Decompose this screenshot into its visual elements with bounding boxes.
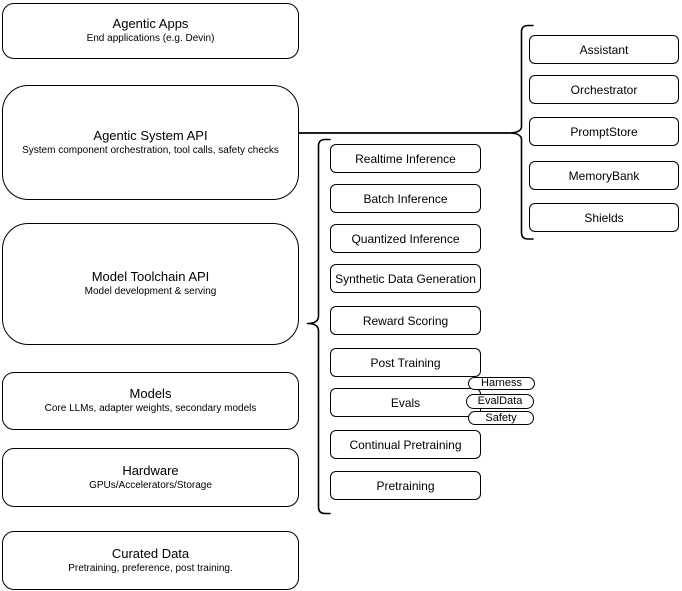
node-model-toolchain-api: Model Toolchain API Model development & … [2,223,299,345]
node-title: Models [129,386,172,401]
tag-harness: Harness [468,377,535,390]
node-models: Models Core LLMs, adapter weights, secon… [2,372,299,430]
brace-toolchain-group [306,138,331,515]
node-orchestrator: Orchestrator [529,75,679,104]
node-title: Curated Data [111,545,190,561]
tag-safety: Safety [468,411,534,425]
node-batch-inference: Batch Inference [330,184,481,213]
node-subtitle: Model development & serving [84,286,217,297]
node-agentic-apps: Agentic Apps End applications (e.g. Devi… [2,3,299,59]
node-continual-pretraining: Continual Pretraining [330,430,481,459]
node-shields: Shields [529,203,679,232]
node-subtitle: System component orchestration, tool cal… [22,144,279,156]
node-realtime-inference: Realtime Inference [330,144,481,173]
node-curated-data: Curated Data Pretraining, preference, po… [2,531,299,590]
node-title: Agentic System API [93,127,208,143]
tag-evaldata: EvalData [466,394,534,409]
node-subtitle: End applications (e.g. Devin) [86,33,215,44]
node-subtitle: Core LLMs, adapter weights, secondary mo… [44,403,257,414]
node-title: Model Toolchain API [91,269,210,284]
node-title: Agentic Apps [112,16,189,31]
node-agentic-system-api: Agentic System API System component orch… [2,85,299,200]
node-reward-scoring: Reward Scoring [330,306,481,335]
node-post-training: Post Training [330,348,481,377]
node-pretraining: Pretraining [330,471,481,500]
node-subtitle: Pretraining, preference, post training. [68,562,233,574]
node-memorybank: MemoryBank [529,161,679,190]
node-title: Hardware [122,462,179,478]
node-synthetic-data-generation: Synthetic Data Generation [330,264,481,293]
node-assistant: Assistant [529,35,679,64]
node-evals: Evals [330,388,481,417]
node-hardware: Hardware GPUs/Accelerators/Storage [2,448,299,507]
node-promptstore: PromptStore [529,117,679,146]
node-quantized-inference: Quantized Inference [330,224,481,253]
node-subtitle: GPUs/Accelerators/Storage [89,479,212,491]
